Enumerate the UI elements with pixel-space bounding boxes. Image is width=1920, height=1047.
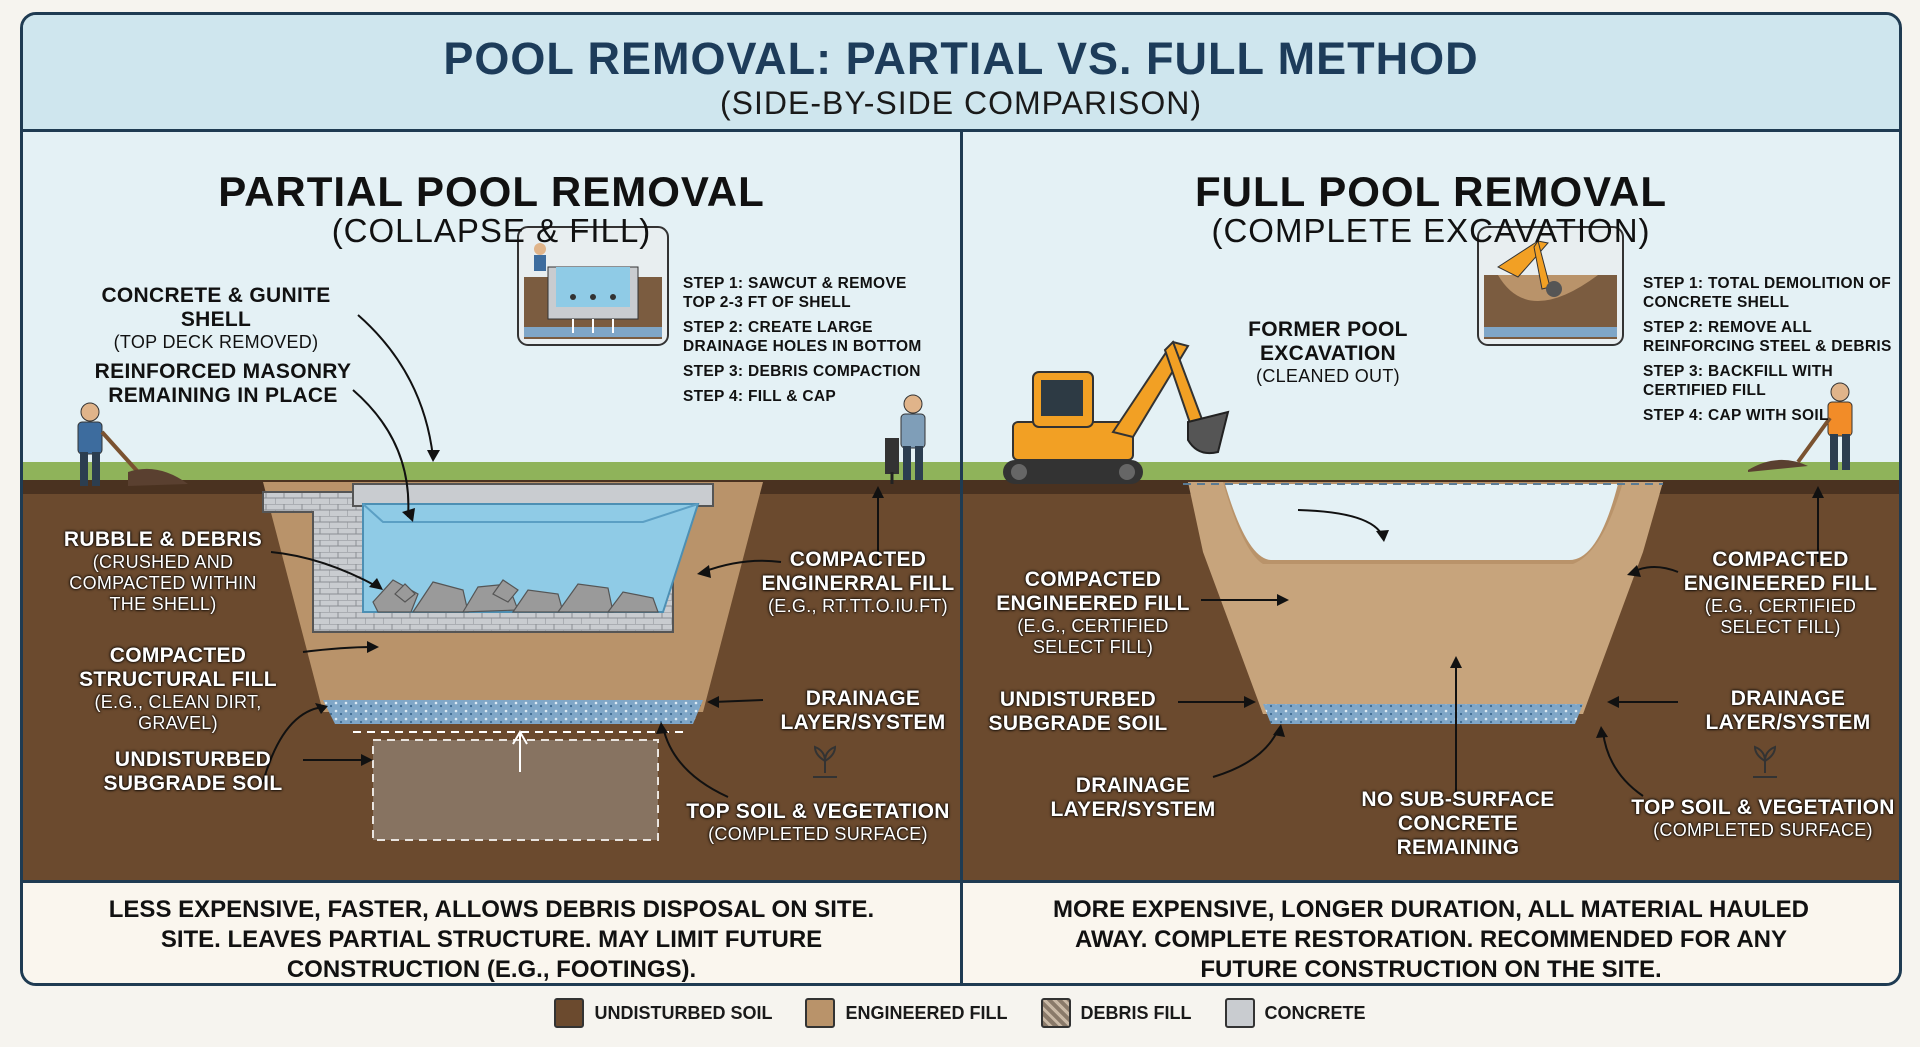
full-step-3: STEP 3: BACKFILL WITH CERTIFIED FILL [1643, 363, 1834, 399]
label-topsoil-text: TOP SOIL & VEGETATION [1631, 796, 1895, 819]
partial-removal-scene [23, 132, 960, 880]
label-excavation-text: FORMER POOL EXCAVATION [1248, 318, 1408, 365]
page-title: POOL REMOVAL: PARTIAL VS. FULL METHOD [443, 33, 1479, 84]
partial-step-4: STEP 4: FILL & CAP [683, 388, 836, 405]
drainage-layer [323, 700, 703, 724]
full-removal-scene [963, 132, 1899, 880]
worker-right [885, 394, 926, 484]
label-masonry: REINFORCED MASONRY REMAINING IN PLACE [94, 360, 352, 407]
label-shell-text: CONCRETE & GUNITE SHELL [101, 284, 331, 331]
label-drainage: DRAINAGE LAYER/SYSTEM [780, 687, 946, 734]
label-structural-fill: COMPACTED STRUCTURAL FILL (E.G., CLEAN D… [63, 644, 293, 734]
legend-label-undisturbed-soil: UNDISTURBED SOIL [594, 1002, 773, 1023]
legend-label-debris-fill: DEBRIS FILL [1080, 1002, 1192, 1023]
removed-footing-ghost [372, 739, 659, 841]
worker-left [77, 402, 188, 486]
partial-steps: STEP 1: SAWCUT & REMOVE TOP 2-3 FT OF SH… [683, 274, 933, 412]
label-eng-fill-left-text: COMPACTED ENGINEERED FILL [996, 568, 1190, 615]
partial-step-1: STEP 1: SAWCUT & REMOVE TOP 2-3 FT OF SH… [683, 275, 907, 311]
excavator [1003, 340, 1230, 484]
inset-partial-diagram [517, 226, 669, 346]
legend-item-engineered-fill: ENGINEERED FILL [805, 998, 1008, 1028]
swatch-engineered-fill [805, 998, 836, 1028]
swatch-debris-fill [1040, 998, 1071, 1028]
full-step-1: STEP 1: TOTAL DEMOLITION OF CONCRETE SHE… [1643, 275, 1892, 311]
full-title: FULL POOL REMOVAL [1194, 168, 1667, 215]
worker-right [1748, 382, 1853, 472]
diagram-frame: POOL REMOVAL: PARTIAL VS. FULL METHOD (S… [20, 12, 1902, 986]
full-subtitle: (COMPLETE EXCAVATION) [1211, 212, 1651, 249]
pool-water [362, 503, 700, 613]
label-topsoil-sub: (COMPLETED SURFACE) [708, 824, 928, 844]
swatch-concrete [1224, 998, 1255, 1028]
label-eng-fill-left-sub: (E.G., CERTIFIED SELECT FILL) [1017, 616, 1169, 657]
label-eng-fill-right: COMPACTED ENGINEERED FILL (E.G., CERTIFI… [1673, 548, 1888, 638]
label-structural-fill-text: COMPACTED STRUCTURAL FILL [79, 644, 277, 691]
label-drainage-left: DRAINAGE LAYER/SYSTEM [1050, 774, 1216, 821]
plant-icon [813, 745, 837, 778]
label-eng-fill: COMPACTED ENGINERRAL FILL (E.G., RT.TT.O… [758, 548, 958, 617]
label-no-concrete: NO SUB-SURFACE CONCRETE REMAINING [1361, 788, 1555, 859]
drainage-layer [1263, 704, 1583, 724]
label-eng-fill-left: COMPACTED ENGINEERED FILL (E.G., CERTIFI… [983, 568, 1203, 658]
header: POOL REMOVAL: PARTIAL VS. FULL METHOD (S… [23, 15, 1899, 132]
label-subgrade: UNDISTURBED SUBGRADE SOIL [988, 688, 1168, 735]
panel-divider [960, 129, 963, 983]
label-eng-fill-sub: (E.G., RT.TT.O.IU.FT) [768, 596, 948, 616]
label-shell: CONCRETE & GUNITE SHELL (TOP DECK REMOVE… [71, 284, 361, 353]
grass-strip [963, 462, 1899, 484]
label-topsoil: TOP SOIL & VEGETATION (COMPLETED SURFACE… [683, 800, 953, 845]
full-steps: STEP 1: TOTAL DEMOLITION OF CONCRETE SHE… [1643, 274, 1893, 431]
label-drainage-right: DRAINAGE LAYER/SYSTEM [1705, 687, 1871, 734]
full-step-2: STEP 2: REMOVE ALL REINFORCING STEEL & D… [1643, 319, 1892, 355]
partial-step-2: STEP 2: CREATE LARGE DRAINAGE HOLES IN B… [683, 319, 922, 355]
legend-label-engineered-fill: ENGINEERED FILL [845, 1002, 1008, 1023]
label-rubble-text: RUBBLE & DEBRIS [63, 528, 263, 551]
partial-step-3: STEP 3: DEBRIS COMPACTION [683, 363, 921, 380]
label-rubble-sub: (CRUSHED AND COMPACTED WITHIN THE SHELL) [69, 552, 257, 614]
partial-removal-panel: PARTIAL POOL REMOVAL (COLLAPSE & FILL) S… [23, 132, 960, 983]
callout-arrows [1178, 492, 1819, 800]
legend-item-debris-fill: DEBRIS FILL [1040, 998, 1192, 1028]
partial-title: PARTIAL POOL REMOVAL [218, 168, 765, 215]
plant-icon [1753, 745, 1777, 778]
grass-strip [23, 462, 960, 484]
legend-label-concrete: CONCRETE [1264, 1002, 1366, 1023]
label-structural-fill-sub: (E.G., CLEAN DIRT, GRAVEL) [94, 692, 262, 733]
legend-item-undisturbed-soil: UNDISTURBED SOIL [554, 998, 772, 1028]
rubble-debris [372, 579, 659, 613]
label-shell-sub: (TOP DECK REMOVED) [113, 332, 319, 352]
label-subgrade: UNDISTURBED SUBGRADE SOIL [103, 748, 283, 795]
label-eng-fill-text: COMPACTED ENGINERRAL FILL [761, 548, 955, 595]
swatch-undisturbed-soil [554, 998, 585, 1028]
excavation-void [1225, 484, 1618, 561]
arrow-heads [315, 450, 884, 766]
inset-full-diagram [1477, 226, 1624, 346]
label-rubble: RUBBLE & DEBRIS (CRUSHED AND COMPACTED W… [53, 528, 273, 615]
label-topsoil-text: TOP SOIL & VEGETATION [686, 800, 950, 823]
label-excavation: FORMER POOL EXCAVATION (CLEANED OUT) [1233, 318, 1423, 387]
label-eng-fill-right-sub: (E.G., CERTIFIED SELECT FILL) [1704, 596, 1857, 637]
full-summary: MORE EXPENSIVE, LONGER DURATION, ALL MAT… [963, 880, 1899, 983]
full-step-4: STEP 4: CAP WITH SOIL [1643, 407, 1829, 424]
label-eng-fill-right-text: COMPACTED ENGINEERED FILL [1683, 548, 1878, 595]
label-excavation-sub: (CLEANED OUT) [1256, 366, 1400, 386]
label-topsoil-sub: (COMPLETED SURFACE) [1653, 820, 1873, 840]
partial-subtitle: (COLLAPSE & FILL) [331, 212, 652, 249]
label-topsoil: TOP SOIL & VEGETATION (COMPLETED SURFACE… [1628, 796, 1898, 841]
arrow-heads [1244, 486, 1824, 738]
legend: UNDISTURBED SOIL ENGINEERED FILL DEBRIS … [0, 998, 1920, 1028]
page-subtitle: (SIDE-BY-SIDE COMPARISON) [720, 85, 1202, 121]
legend-item-concrete: CONCRETE [1224, 998, 1366, 1028]
full-removal-panel: FULL POOL REMOVAL (COMPLETE EXCAVATION) … [963, 132, 1899, 983]
partial-summary: LESS EXPENSIVE, FASTER, ALLOWS DEBRIS DI… [23, 880, 960, 983]
